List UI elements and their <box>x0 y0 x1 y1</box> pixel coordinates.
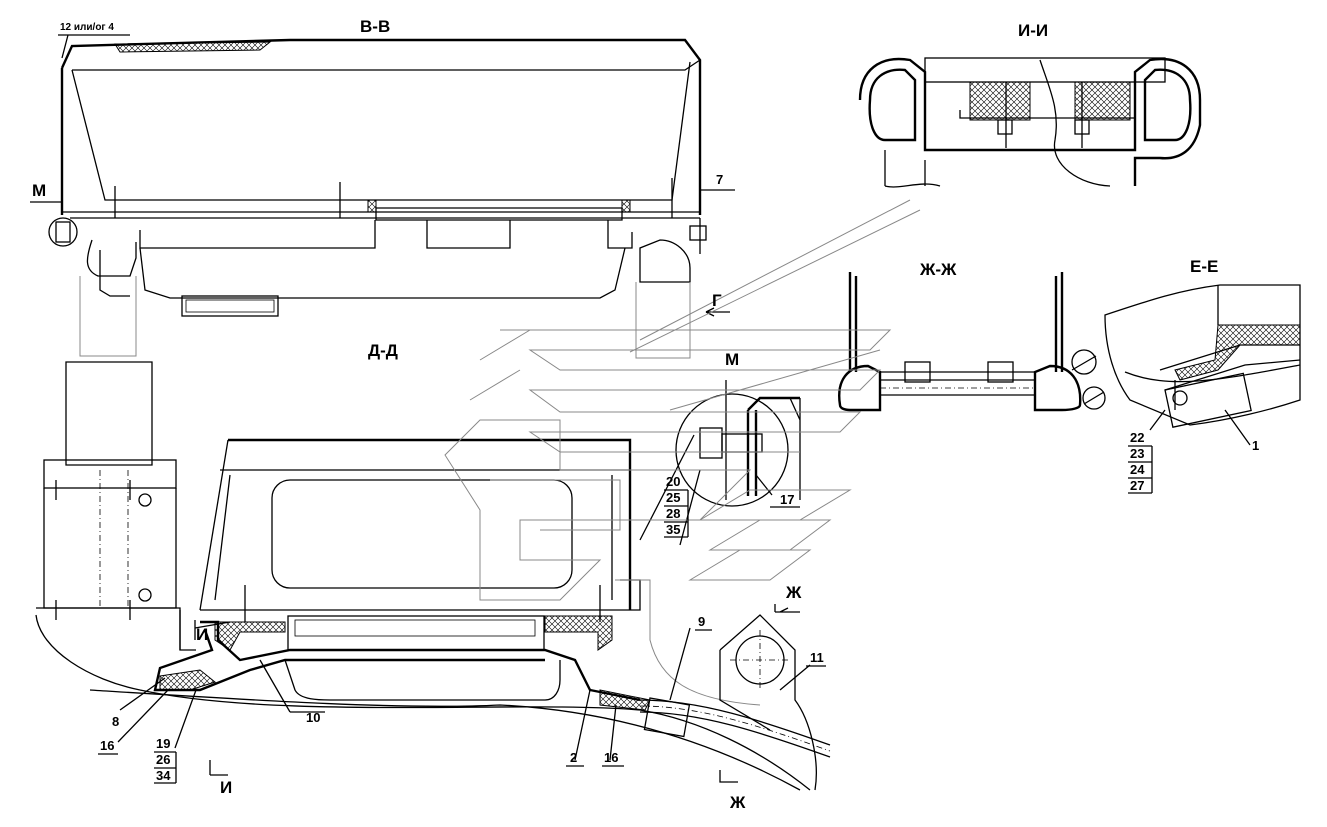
callout-10: 10 <box>306 710 320 725</box>
callout-9: 9 <box>698 614 705 629</box>
section-title-vv: В-В <box>360 17 390 36</box>
callout-8: 8 <box>112 714 119 729</box>
section-title-ii: И-И <box>1018 21 1048 40</box>
callout-34: 34 <box>156 768 171 783</box>
callout-20: 20 <box>666 474 680 489</box>
callout-27: 27 <box>1130 478 1144 493</box>
labels: В-В И-И Ж-Ж Е-Е Д-Д М М Г И И Ж Ж 12 или… <box>32 17 1259 812</box>
callout-22: 22 <box>1130 430 1144 445</box>
section-zhzh-view <box>838 272 1106 412</box>
callout-25: 25 <box>666 490 680 505</box>
marker-m-left: М <box>32 181 46 200</box>
callout-7: 7 <box>716 172 723 187</box>
callout-11: 11 <box>810 650 824 665</box>
callout-2: 2 <box>570 750 577 765</box>
callout-23: 23 <box>1130 446 1144 461</box>
section-dd-view <box>35 361 831 791</box>
marker-zh-bottom: Ж <box>729 793 746 812</box>
marker-i-bottom: И <box>220 778 232 797</box>
detail-m-view <box>639 380 801 546</box>
callout-35: 35 <box>666 522 680 537</box>
marker-zh-top: Ж <box>785 583 802 602</box>
detail-title-m: М <box>725 350 739 369</box>
callout-12-4: 12 или/ог 4 <box>60 22 114 33</box>
callout-17: 17 <box>780 492 794 507</box>
callout-26: 26 <box>156 752 170 767</box>
section-ii-view <box>858 57 1202 188</box>
section-vv-view <box>30 34 735 359</box>
section-title-dd: Д-Д <box>368 341 398 360</box>
section-title-zhzh: Ж-Ж <box>919 260 957 279</box>
callout-1: 1 <box>1252 438 1259 453</box>
section-ee-view <box>1104 284 1301 446</box>
section-title-ee: Е-Е <box>1190 257 1218 276</box>
marker-i-top: И <box>196 625 208 644</box>
marker-g-arrow: Г <box>712 291 722 310</box>
callout-16-left: 16 <box>100 738 114 753</box>
callout-16-right: 16 <box>604 750 618 765</box>
callout-19: 19 <box>156 736 170 751</box>
callout-28: 28 <box>666 506 680 521</box>
callout-24: 24 <box>1130 462 1145 477</box>
direction-arrow-outline <box>444 199 921 601</box>
